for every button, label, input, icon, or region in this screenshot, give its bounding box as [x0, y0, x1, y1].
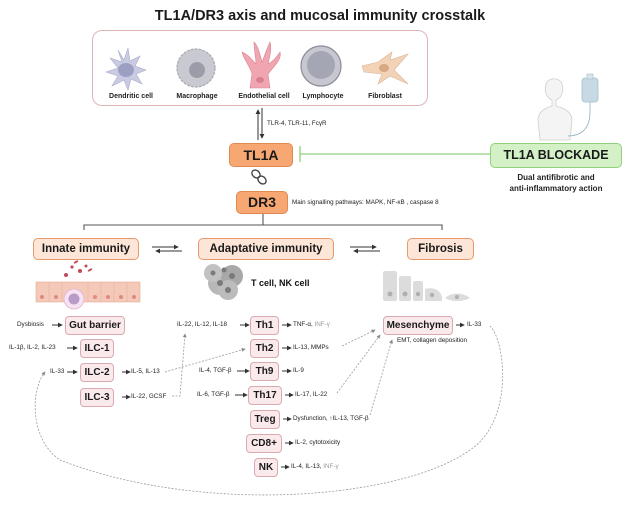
- treg-box: Treg: [250, 410, 280, 429]
- th17-output-label: IL-17, IL-22: [295, 391, 328, 398]
- th1-output-label: TNF-α, INF-γ: [293, 321, 330, 328]
- ilc2-box: ILC-2: [80, 363, 114, 382]
- th1-output-text: TNF-α,: [293, 321, 313, 328]
- endothelial-cell-icon: [241, 41, 281, 89]
- dendritic-cell-icon: [105, 47, 147, 91]
- fibrosis-epithelium-icon: [383, 271, 470, 301]
- gut-epithelium-icon: [35, 260, 141, 310]
- th2-output-label: IL-13, MMPs: [293, 344, 329, 351]
- tl1a-blockade-box: TL1A BLOCKADE: [490, 143, 622, 168]
- dysbiosis-label: Dysbiosis: [17, 321, 44, 328]
- blockade-description: Dual antifibrotic and anti-inflammatory …: [490, 172, 622, 194]
- t-cell-cluster-icon: [204, 264, 243, 300]
- ilc1-box: ILC-1: [80, 339, 114, 358]
- ilc2-input-label: IL-33: [50, 368, 65, 375]
- signalling-label: Main signalling pathways: MAPK, NF-κB , …: [292, 199, 439, 206]
- dashed-th2-to-mesenchyme: [341, 329, 376, 347]
- dashed-treg-to-mesenchyme: [369, 339, 393, 416]
- cell-label-macrophage: Macrophage: [176, 93, 218, 100]
- nk-output-grey: INF-γ: [323, 463, 339, 470]
- cell-label-fibroblast: Fibroblast: [368, 93, 402, 100]
- mesenchyme-output-label: IL-33: [467, 321, 482, 328]
- nk-output-label: IL-4, IL-13, INF-γ: [291, 463, 339, 470]
- th9-output-label: IL-9: [293, 367, 304, 374]
- cd8-output-label: IL-2, cytotoxicity: [295, 439, 341, 446]
- dashed-th17-to-mesenchyme: [336, 334, 381, 394]
- cd8-box: CD8+: [246, 434, 282, 453]
- dashed-il33-loop: [34, 325, 504, 496]
- th17-box: Th17: [248, 386, 282, 405]
- mesenchyme-note: EMT, collagen deposition: [397, 337, 468, 344]
- adaptive-immunity-header: Adaptative immunity: [198, 238, 334, 260]
- dr3-box: DR3: [236, 191, 288, 214]
- nk-box: NK: [254, 458, 278, 477]
- th17-input-label: IL-6, TGF-β: [197, 391, 230, 398]
- ilc1-input-label: IL-1β, IL-2, IL-23: [9, 344, 56, 351]
- nk-output-text: IL-4, IL-13,: [291, 463, 322, 470]
- fibrosis-header: Fibrosis: [407, 238, 474, 260]
- mesenchyme-box: Mesenchyme: [383, 316, 453, 335]
- gut-barrier-box: Gut barrier: [65, 316, 125, 335]
- th9-input-label: IL-4, TGF-β: [199, 367, 232, 374]
- cell-label-lymphocyte: Lymphocyte: [302, 93, 344, 100]
- cell-label-dendritic: Dendritic cell: [109, 93, 153, 100]
- innate-immunity-header: Innate immunity: [33, 238, 139, 260]
- th1-box: Th1: [250, 316, 279, 335]
- th1-output-grey: INF-γ: [314, 321, 330, 328]
- diagram-title: TL1A/DR3 axis and mucosal immunity cross…: [154, 8, 486, 24]
- t-cell-nk-label: T cell, NK cell: [251, 278, 310, 288]
- blockade-desc-line1: Dual antifibrotic and: [517, 173, 595, 182]
- ilc3-output-label: IL-22, GCSF: [131, 393, 167, 400]
- ilc3-box: ILC-3: [80, 388, 114, 407]
- fibroblast-icon: [361, 51, 409, 85]
- th1-input-label: IL-22, IL-12, IL-18: [177, 321, 228, 328]
- lymphocyte-icon: [300, 45, 342, 87]
- th9-box: Th9: [250, 362, 279, 381]
- tl1a-box: TL1A: [229, 143, 293, 167]
- macrophage-icon: [176, 48, 216, 88]
- receptors-label: TLR-4, TLR-11, FcγR: [267, 120, 327, 127]
- cell-label-endothelial: Endothelial cell: [238, 93, 290, 100]
- dashed-ilc3-to-th1: [172, 333, 187, 397]
- blockade-desc-line2: anti-inflammatory action: [509, 184, 603, 193]
- th2-box: Th2: [250, 339, 279, 358]
- treg-output-label: Dysfunction, ↑IL-13, TGF-β: [293, 415, 369, 422]
- ilc2-output-label: IL-5, IL-13: [131, 368, 160, 375]
